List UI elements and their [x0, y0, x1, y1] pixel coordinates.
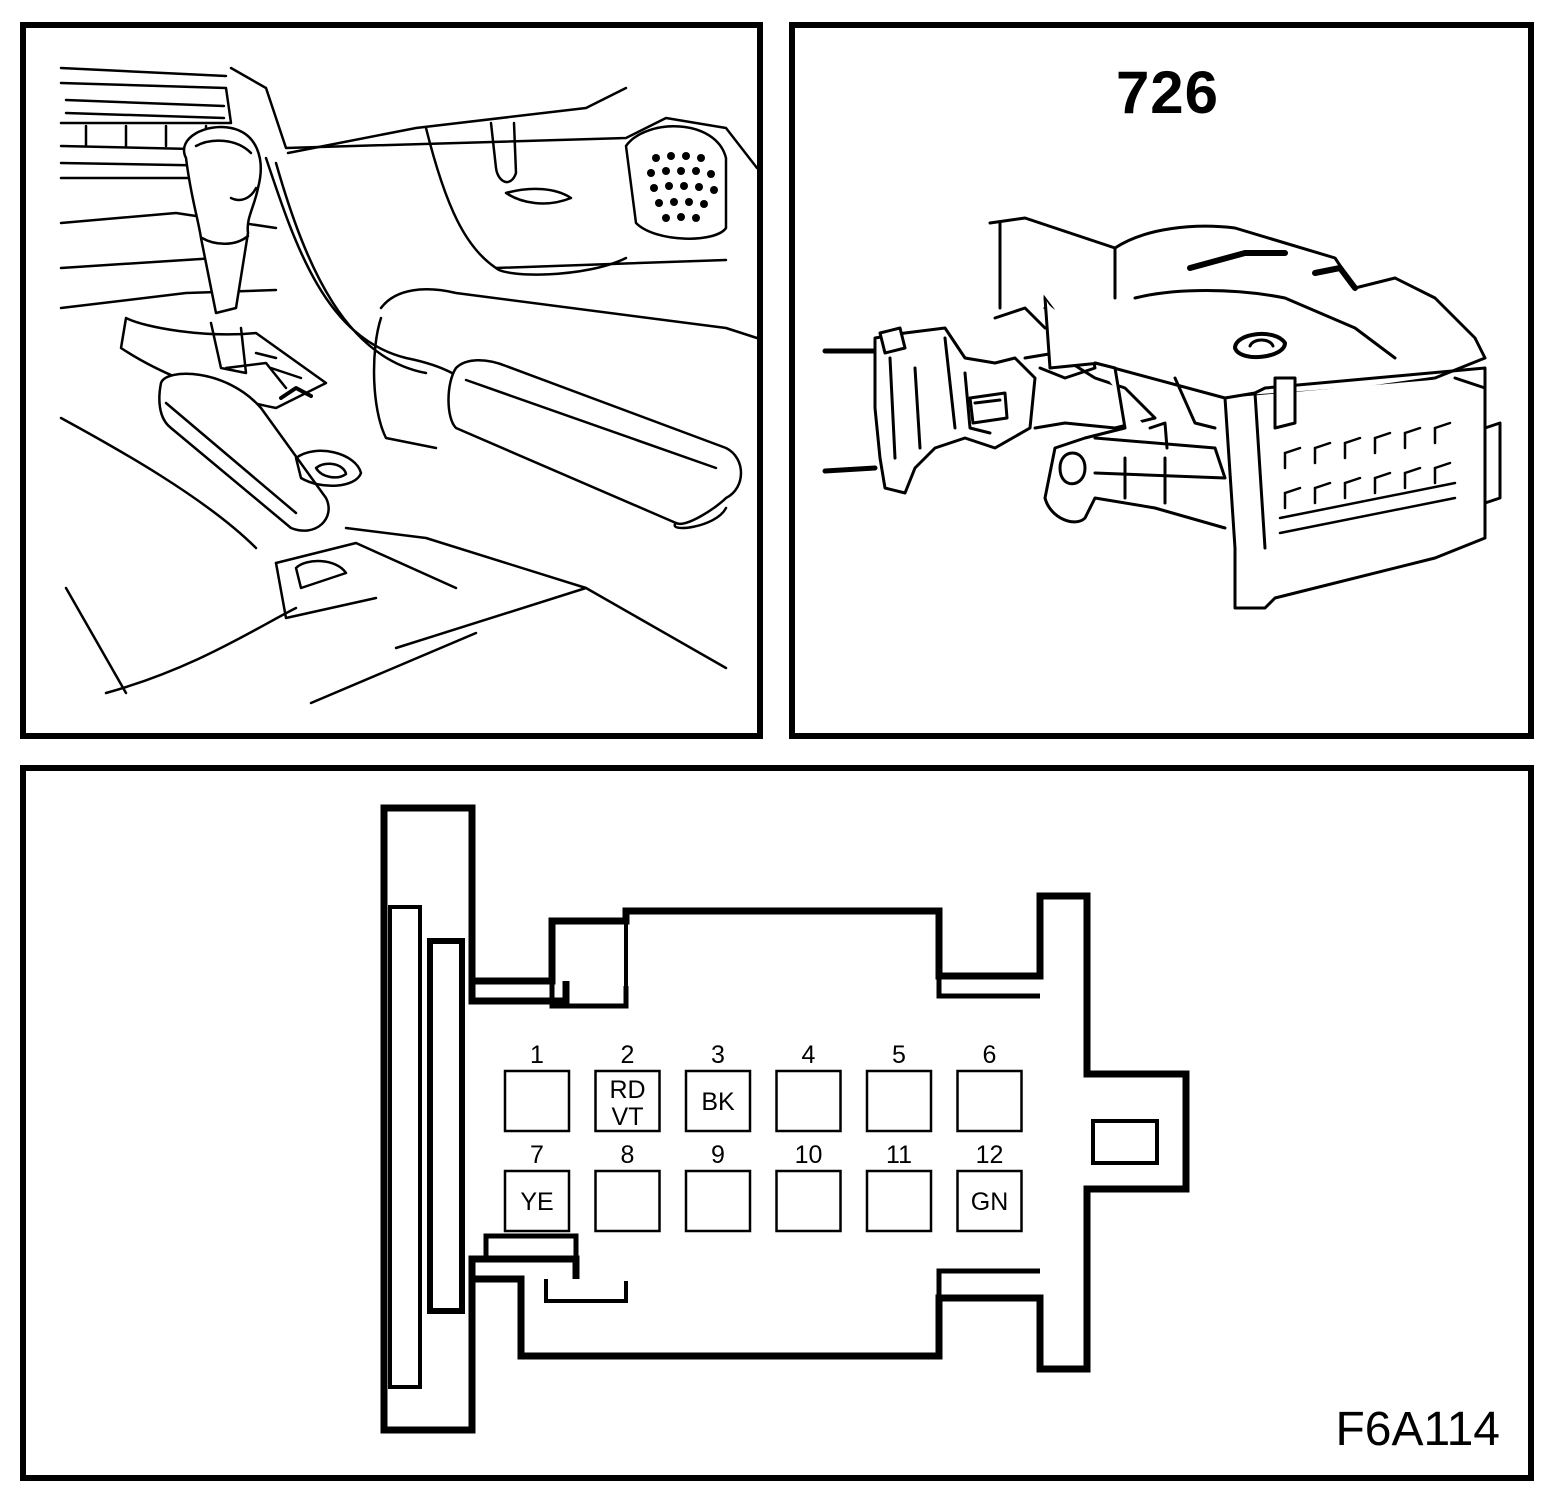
- wire-color-label: YE: [520, 1188, 553, 1216]
- wire-color-label: RD: [609, 1076, 645, 1104]
- pin-cavity: [956, 1169, 1023, 1233]
- pin-4: 4: [775, 1041, 842, 1133]
- location-illustration-panel: [20, 22, 763, 739]
- pin-number: 4: [802, 1041, 816, 1069]
- pin-5: 5: [865, 1041, 933, 1133]
- pin-cavity: [865, 1069, 933, 1133]
- pin-number: 10: [795, 1141, 823, 1169]
- pin-cavity: [503, 1169, 571, 1233]
- wire-color-label: GN: [971, 1188, 1009, 1216]
- wire-color-label: BK: [701, 1088, 735, 1116]
- pin-11: 11: [865, 1141, 933, 1233]
- pin-number: 9: [711, 1141, 725, 1169]
- housing-outline: [380, 804, 1190, 1434]
- pin-number: 7: [530, 1141, 544, 1169]
- pin-number: 3: [711, 1041, 725, 1069]
- pin-cavity: [956, 1069, 1023, 1133]
- pin-cavity: [775, 1169, 842, 1233]
- connector-726-illustration: [822, 216, 1502, 610]
- pin-10: 10: [775, 1141, 842, 1233]
- pin-6: 6: [956, 1041, 1023, 1133]
- pin-7: 7YE: [503, 1141, 571, 1233]
- pin-number: 11: [886, 1141, 912, 1169]
- pin-cavity: [503, 1069, 571, 1133]
- pin-number: 8: [621, 1141, 635, 1169]
- pin-cavity: [594, 1169, 661, 1233]
- pin-9: 9: [684, 1141, 752, 1233]
- center-console-illustration: [59, 66, 757, 705]
- pin-number: 12: [976, 1141, 1004, 1169]
- key-slot: [1091, 1119, 1159, 1165]
- pin-cavity: [865, 1169, 933, 1233]
- wire-color-label: VT: [612, 1103, 644, 1131]
- pin-cavity: [684, 1169, 752, 1233]
- latch-bar: [388, 905, 422, 1389]
- pin-3: 3BK: [684, 1041, 752, 1133]
- pin-8: 8: [594, 1141, 661, 1233]
- pin-number: 1: [530, 1041, 544, 1069]
- pin-cavity: [684, 1069, 752, 1133]
- pin-1: 1: [503, 1041, 571, 1133]
- pin-number: 6: [983, 1041, 997, 1069]
- pin-number: 5: [892, 1041, 906, 1069]
- pin-number: 2: [621, 1041, 635, 1069]
- pin-cavity: [594, 1069, 661, 1133]
- figure-reference: F6A114: [1335, 1403, 1500, 1456]
- connector-illustration-panel: 726: [789, 22, 1534, 739]
- connector-number: 726: [1115, 59, 1220, 126]
- pin-cavity: [775, 1069, 842, 1133]
